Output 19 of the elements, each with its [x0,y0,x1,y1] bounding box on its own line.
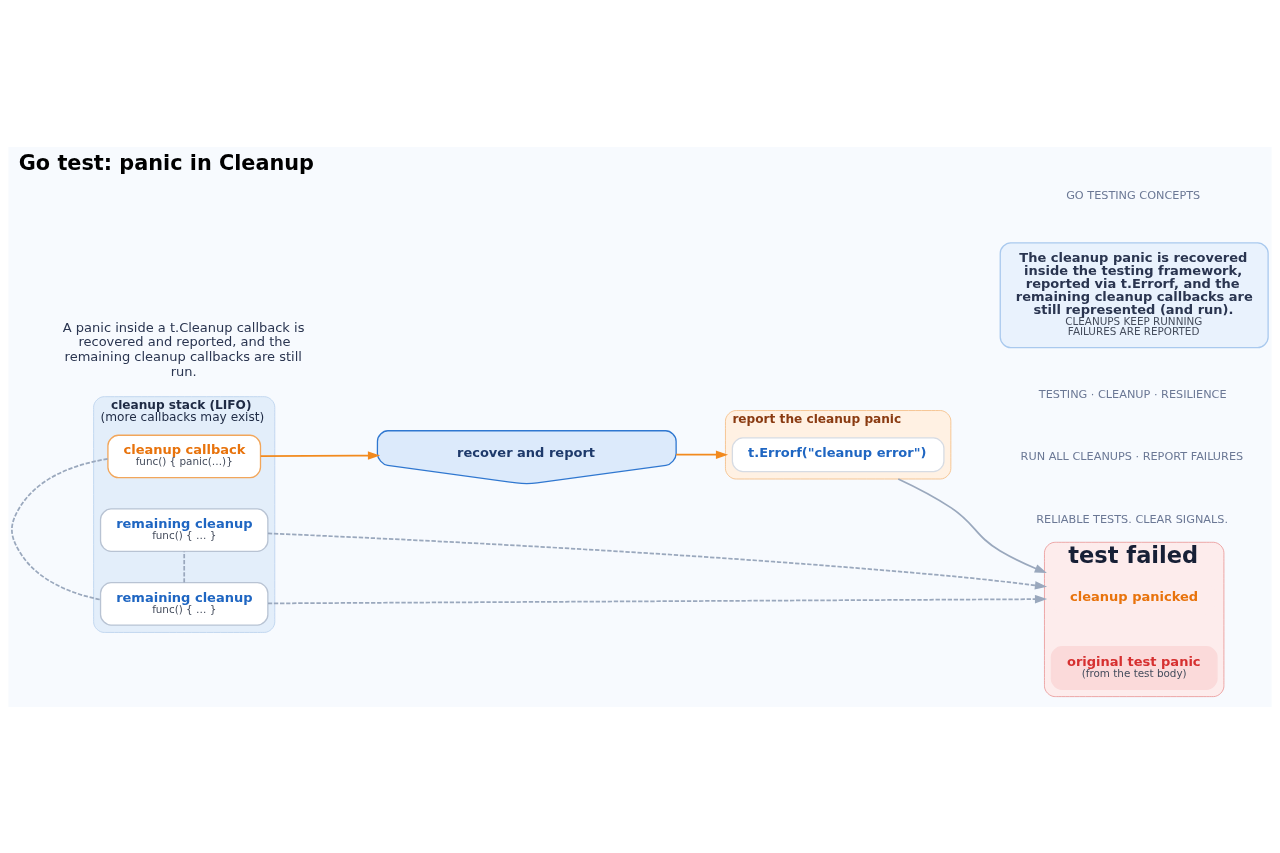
node-box: t.Errorf("cleanup error") [731,436,945,472]
label: TESTING · CLEANUP · RESILIENCE [1038,387,1227,401]
arrow [675,450,729,459]
label: RELIABLE TESTS. CLEAR SIGNALS. [1036,512,1228,526]
connector [183,550,186,583]
node-box: cleanup callback func() { panic(…)} [107,434,262,478]
node-box: The cleanup panic is recovered inside the testing framework, reported via t.Errorf, and the remaining cleanup callbacks are still represented (and run). CLEANUPS KEEP RUNNING FAILURES ARE REPORTED [999,241,1269,348]
node-text: cleanup panicked [1070,588,1199,604]
connector [11,457,109,601]
node-box: remaining cleanup func() { … } [99,581,269,626]
diagram-title: Go test: panic in Cleanup [18,150,314,175]
label: GO TESTING CONCEPTS [1066,187,1201,201]
arrow [267,594,1048,604]
label: RUN ALL CLEANUPS · REPORT FAILURES [1020,449,1244,463]
node-box: remaining cleanup func() { … } [99,507,269,552]
arrow [897,477,1047,573]
arrow [267,532,1048,590]
label: A panic inside a t.Cleanup callback is recovered and reported, and the remaining cleanup callbacks are still run. [62,319,305,379]
arrow [259,450,381,460]
